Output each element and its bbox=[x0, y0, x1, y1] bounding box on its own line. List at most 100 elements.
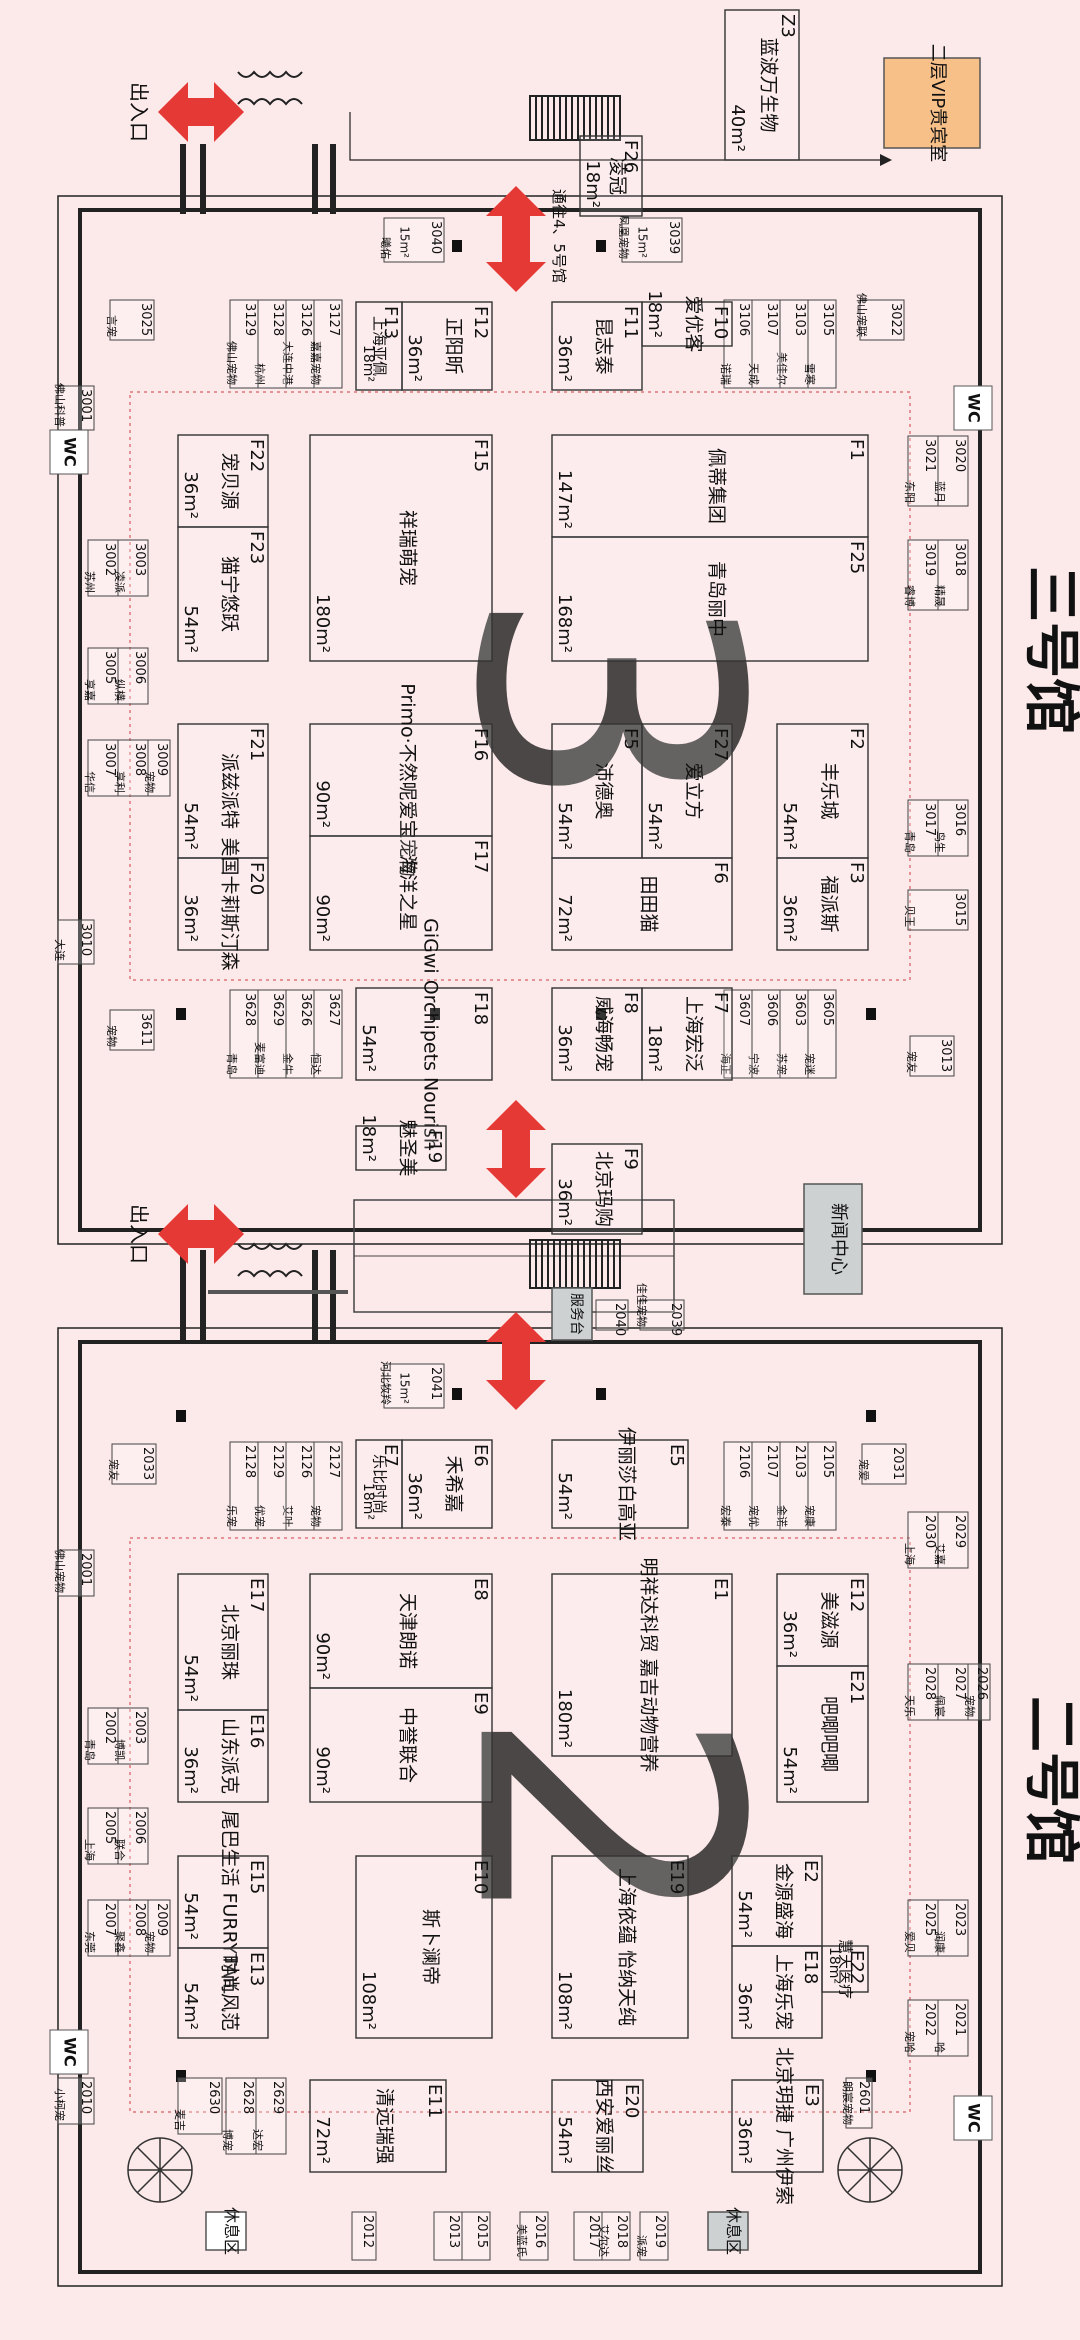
booth-2012[interactable]: 2012 bbox=[351, 2211, 377, 2261]
news-center[interactable] bbox=[803, 1183, 863, 1295]
passage-arrow-low[interactable] bbox=[486, 1312, 546, 1410]
passage-arrow-top[interactable] bbox=[486, 186, 546, 292]
booth-2015[interactable]: 2015 bbox=[461, 2211, 491, 2261]
exit-arrow-top[interactable] bbox=[158, 82, 244, 142]
rest-area-left[interactable] bbox=[205, 2211, 247, 2251]
rest-area-right[interactable] bbox=[707, 2211, 749, 2251]
booth-2017[interactable]: 2017 bbox=[573, 2211, 603, 2261]
booth-3607[interactable]: 3607海正 bbox=[719, 989, 753, 1079]
passage-arrow-mid[interactable] bbox=[486, 1100, 546, 1198]
service-desk[interactable] bbox=[551, 1287, 593, 1341]
exit-arrow-mid[interactable] bbox=[158, 1204, 244, 1264]
wc-hall2-left[interactable] bbox=[49, 2029, 89, 2075]
booth-2013[interactable]: 2013 bbox=[433, 2211, 463, 2261]
